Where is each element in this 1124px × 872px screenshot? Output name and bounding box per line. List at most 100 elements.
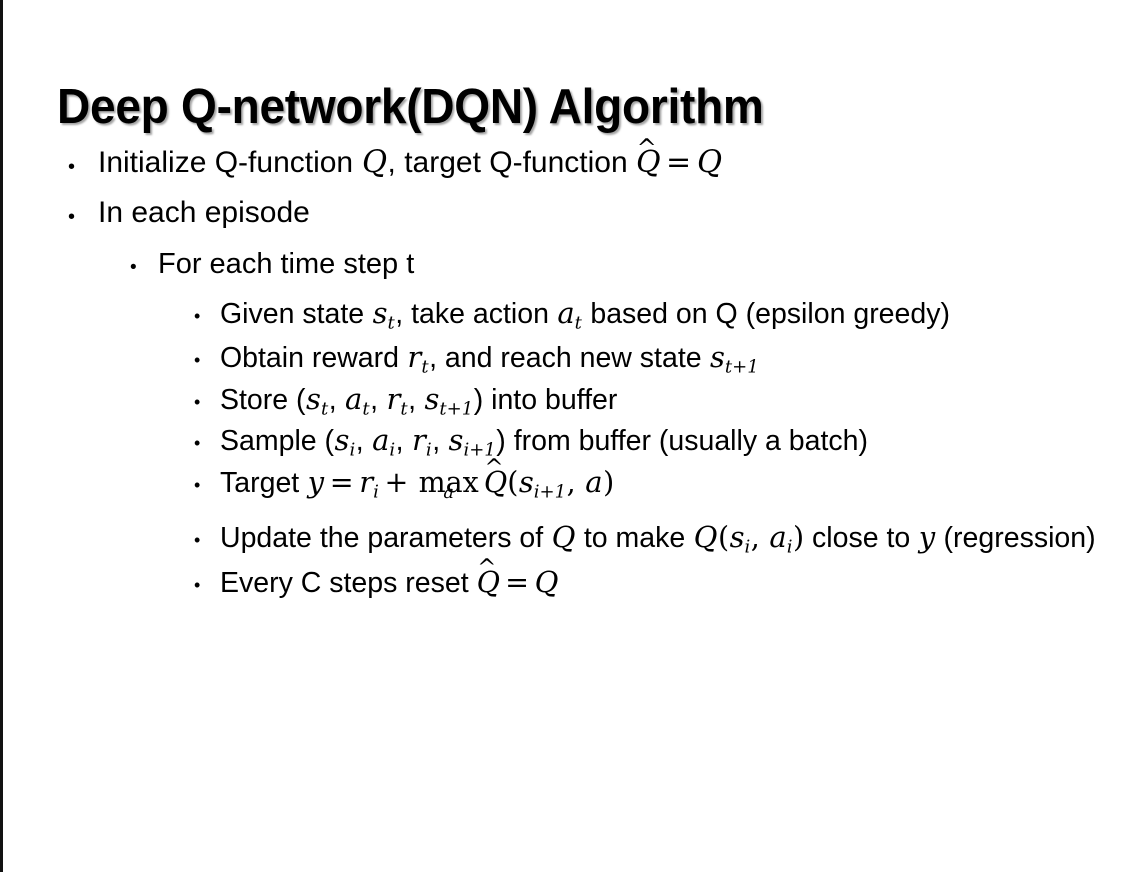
math-var-a: at [557,295,582,333]
bullet-in-each-episode-text: In each episode [98,195,310,229]
text-comma-1: , [328,383,345,416]
bullet-glyph: • [194,391,201,412]
text-comma-1: , [355,425,372,458]
slide-body-list: • Initialize Q-function Q, target Q-func… [0,136,1124,609]
math-var-q: Q [534,564,559,599]
text-given-pre: Given state [220,297,373,330]
math-sub-t: t [387,312,395,333]
math-var-a: ai [372,423,396,461]
math-sub-i-plus-1: i+1 [533,481,567,502]
math-sub-t: t [574,312,582,333]
text-comma-3: , [432,425,449,458]
math-comma: , [750,521,769,555]
bullet-reset-target-network: • Every C steps reset ^Q=Q [0,557,1124,599]
bullet-glyph: • [194,433,201,454]
math-q-hat: ^Q [483,457,508,499]
bullet-store-transition: • Store (st, at, rt, st+1) into buffer [0,381,1124,419]
bullet-sample-batch: • Sample (si, ai, ri, si+1) from buffer … [0,423,1124,461]
math-var-r: rt [407,340,429,378]
math-var-q: Q [361,145,388,180]
text-update-post: close to [804,522,919,555]
math-sub-t: t [421,356,429,378]
bullet-glyph: • [194,530,201,551]
bullet-for-each-time-step: • For each time step t [0,247,1124,280]
math-var-a: ai [769,520,793,558]
math-var-a: a [585,464,603,499]
math-var-r: ri [412,423,432,461]
slide-title: Deep Q-network(DQN) Algorithm [57,79,764,134]
text-reset-pre: Every C steps reset [220,566,477,599]
math-max-subscript-a: a [443,482,454,503]
math-var-qhat-base: Q [483,465,508,499]
text-initialize-pre: Initialize Q-function [98,146,362,179]
math-var-s: st [306,381,329,419]
bullet-for-each-time-step-text: For each time step t [158,247,415,280]
math-var-q: Q [551,520,576,555]
math-q-hat: ^Q [636,136,661,178]
math-var-qhat-base: Q [476,565,500,599]
bullet-update-text: Update the parameters of Q to make Q(si,… [220,520,1100,558]
math-paren-open: ( [507,465,519,499]
bullet-reset-text: Every C steps reset ^Q=Q [220,557,1100,599]
math-var-y: y [918,520,936,555]
bullet-glyph: • [194,350,201,371]
math-sub-i: i [373,481,379,502]
math-paren-close: ) [793,521,805,555]
text-update-mid: to make [575,522,694,555]
text-store-pre: Store ( [220,383,306,416]
bullet-initialize-text: Initialize Q-function Q, target Q-functi… [98,136,1124,180]
math-sub-i: i [425,439,432,461]
hat-accent-icon: ^ [636,134,657,162]
bullet-glyph: • [68,156,76,178]
math-max-label: max [418,465,479,499]
text-comma-3: , [408,383,424,416]
math-q-hat: ^Q [476,557,500,599]
text-obtain-pre: Obtain reward [220,342,407,375]
math-var-s-next: si+1 [448,423,496,461]
math-var-s-next: si+1 [518,464,567,502]
math-sub-t: t [362,398,370,419]
math-comma: , [566,465,585,499]
text-sample-post: ) from buffer (usually a batch) [496,425,868,458]
math-sub-t: t [320,398,329,419]
math-sub-i: i [744,536,751,558]
bullet-glyph: • [194,474,201,495]
text-update-tail: (regression) [935,522,1096,555]
math-var-s-next: st+1 [424,381,474,419]
bullet-sample-text: Sample (si, ai, ri, si+1) from buffer (u… [220,423,1100,461]
math-paren-open: ( [717,521,730,555]
math-var-y: y [307,464,325,499]
bullet-update-parameters: • Update the parameters of Q to make Q(s… [0,520,1124,558]
math-plus: + [384,465,409,499]
bullet-glyph: • [130,256,137,278]
math-sub-i-plus-1: i+1 [463,439,496,461]
bullet-glyph: • [68,205,76,228]
math-var-q2: Q [697,145,723,180]
math-sub-t-plus-1: t+1 [439,398,474,419]
bullet-in-each-episode: • In each episode [0,195,1124,229]
bullet-obtain-reward: • Obtain reward rt, and reach new state … [0,340,1124,378]
math-equals: = [505,565,529,599]
math-equals: = [329,465,354,499]
text-obtain-mid: , and reach new state [429,342,710,375]
bullet-glyph: • [194,305,201,326]
bullet-store-text: Store (st, at, rt, st+1) into buffer [220,381,1100,419]
text-comma-2: , [395,425,412,458]
math-var-s: st [372,295,395,333]
text-initialize-mid: , target Q-function [387,146,636,179]
math-sub-i: i [389,439,396,461]
math-var-r: ri [359,464,379,502]
math-var-q2: Q [693,520,718,555]
text-given-mid: , take action [395,297,557,330]
text-sample-pre: Sample ( [220,425,335,458]
text-update-pre: Update the parameters of [220,522,552,555]
text-store-post: ) into buffer [473,383,618,416]
bullet-given-state-text: Given state st, take action at based on … [220,295,1100,333]
math-var-s: si [729,520,751,558]
math-sub-t: t [400,398,408,419]
math-paren-close: ) [603,465,615,499]
math-sub-i: i [349,439,356,461]
